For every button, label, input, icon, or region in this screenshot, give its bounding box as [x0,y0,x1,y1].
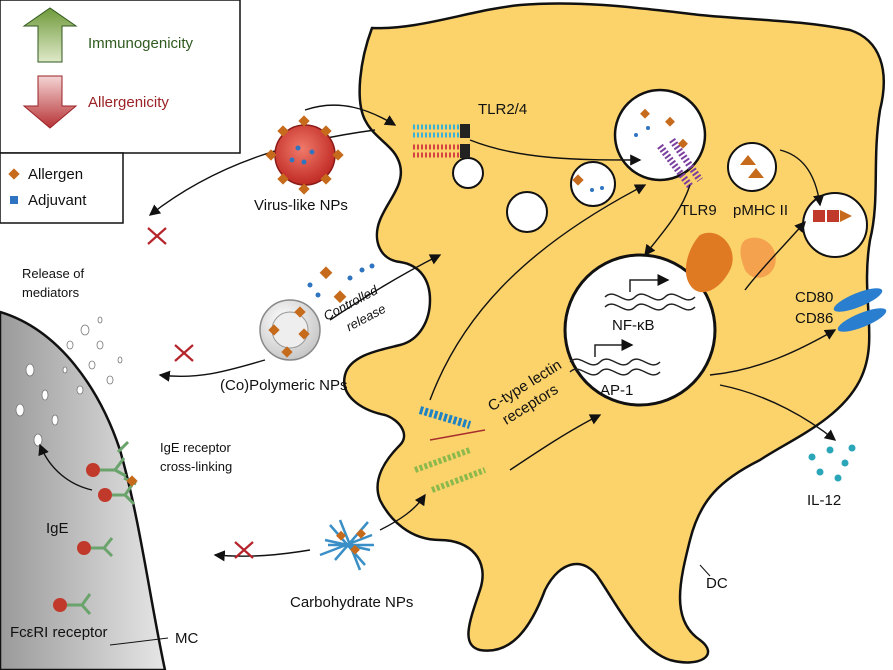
mast-cell [0,310,167,670]
label-cd86: CD86 [795,310,833,327]
dendritic-cell [342,2,885,664]
label-crosslink-2: cross-linking [160,459,232,474]
golgi-light [740,237,776,278]
endosome-pmhc [727,142,777,192]
lectin-receptors [413,406,487,493]
label-crosslink-1: IgE receptor [160,440,231,455]
endosome-small [570,161,616,207]
golgi-orange [685,232,733,293]
legend-up-label: Immunogenicity [88,35,194,52]
label-tlr24: TLR2/4 [478,101,527,118]
membrane-indent [802,192,868,258]
polymeric-np [259,299,321,361]
nfkb-dna [604,274,696,311]
cd80-cd86-receptors [833,288,887,332]
label-polymeric-np: (Co)Polymeric NPs [220,377,348,394]
label-carbohydrate-np: Carbohydrate NPs [290,594,413,611]
label-cd80: CD80 [795,289,833,306]
arrow-up-icon [22,7,78,63]
dc-pointer-line [699,564,711,577]
ap1-dna [569,339,661,376]
adjuvant-icon [10,196,18,204]
label-release-2: mediators [22,285,80,300]
block-x-marks [147,227,254,559]
arrow-down-icon [22,75,78,129]
legend-adjuvant-label: Adjuvant [28,192,87,209]
vesicle-small-1 [452,157,484,189]
label-pmhc: pMHC II [733,202,788,219]
label-virus-like-np: Virus-like NPs [254,197,348,214]
label-ap1: AP-1 [600,382,633,399]
label-dc: DC [706,575,728,592]
label-tlr9: TLR9 [680,202,717,219]
label-nfkb: NF-κB [612,317,655,334]
particle-markers [307,108,856,482]
carbohydrate-np [319,519,374,571]
legend-allergen-label: Allergen [28,166,83,183]
il12-dots [808,444,856,482]
virus-like-np [265,115,344,195]
pathway-arrows [148,104,837,562]
nucleus [563,253,717,407]
tlr9-receptor [657,137,703,189]
legend-box [0,0,241,224]
tlr24-receptors [413,124,470,158]
degranulation-arrow [38,443,93,491]
fceri-receptor-3 [77,537,114,558]
label-il12: IL-12 [807,492,841,509]
label-release-1: Release of [22,266,85,281]
pmhc-complex [813,210,852,222]
vesicle-small-2 [506,191,548,233]
mc-pointer-line [109,637,169,646]
legend-down-label: Allergenicity [88,94,169,111]
label-ige: IgE [46,520,69,537]
granule-cluster [15,316,123,447]
label-mc: MC [175,630,198,647]
fceri-receptor-4 [53,593,92,615]
label-fceri: FcεRI receptor [10,624,108,641]
